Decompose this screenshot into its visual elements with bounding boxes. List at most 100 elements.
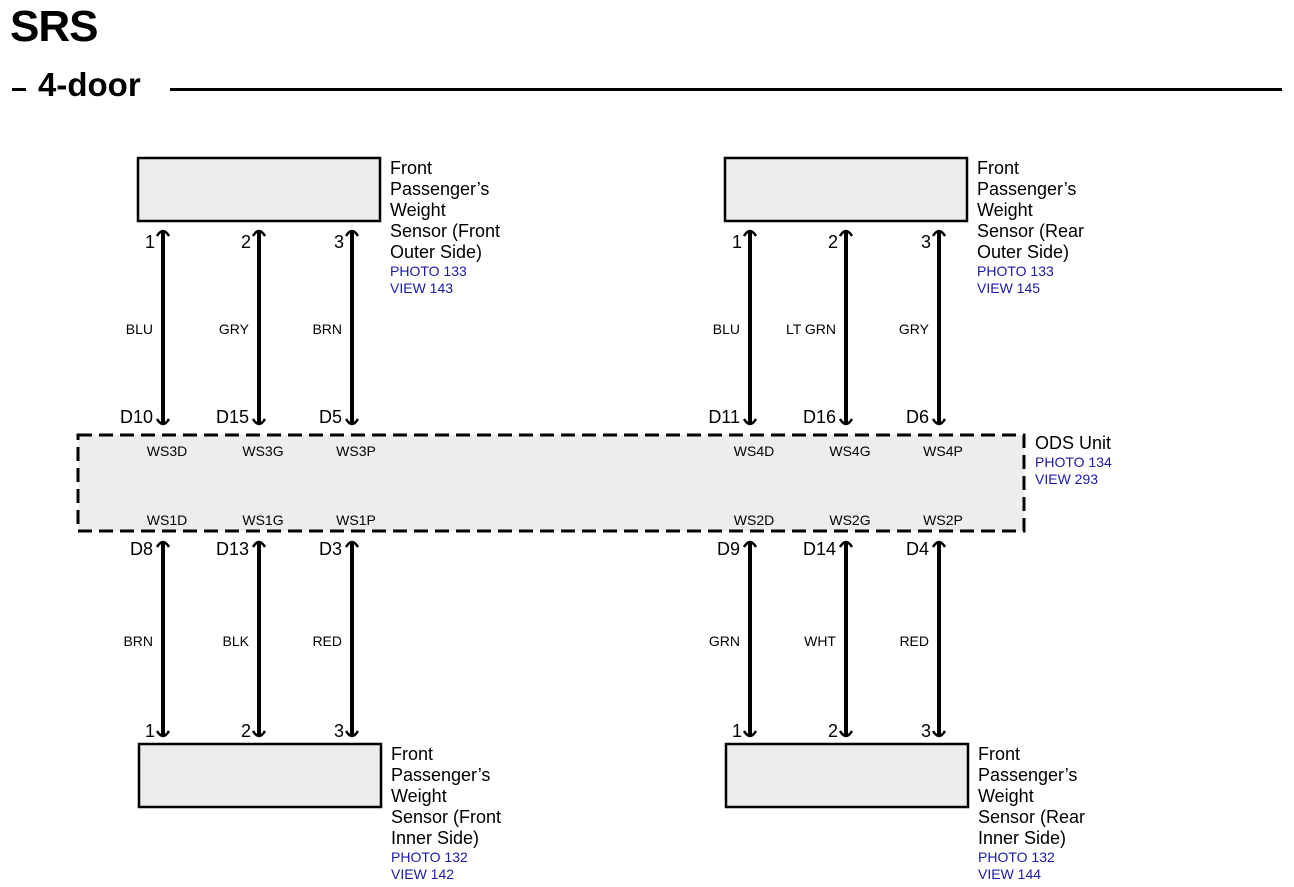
pin-number: 1 xyxy=(732,232,742,252)
sensor-name-line: Weight xyxy=(390,200,446,220)
wire-color-label: GRY xyxy=(899,321,930,337)
page-title: SRS xyxy=(10,2,98,51)
ods-terminal-label: WS3D xyxy=(147,443,187,459)
connector-cap xyxy=(251,540,267,548)
sensor-box-rear-inner[interactable] xyxy=(724,742,970,809)
sensor-name-line: Passenger’s xyxy=(391,765,490,785)
connector-cap xyxy=(838,540,854,548)
subtitle-rule xyxy=(170,88,1282,91)
sensor-box-front-inner[interactable] xyxy=(137,742,383,809)
connector-cap xyxy=(155,540,171,548)
pin-number: 3 xyxy=(921,232,931,252)
connector-cap xyxy=(742,418,758,426)
ods-terminal-label: WS2G xyxy=(829,512,870,528)
sensor-name-line: Weight xyxy=(391,786,447,806)
connector-cap xyxy=(931,229,947,237)
pin-number: 3 xyxy=(334,721,344,741)
sensor-photo-link[interactable]: PHOTO 132 xyxy=(391,849,468,865)
connector-cap xyxy=(838,730,854,738)
ods-unit-name: ODS Unit xyxy=(1035,433,1111,453)
wire-color-label: BLK xyxy=(223,633,250,649)
ods-terminal-label: WS4G xyxy=(829,443,870,459)
ods-terminal-label: WS4D xyxy=(734,443,774,459)
sensor-view-link[interactable]: VIEW 145 xyxy=(977,280,1040,296)
wire-color-label: GRN xyxy=(709,633,740,649)
connector-cap xyxy=(251,730,267,738)
sensor-name-line: Sensor (Rear xyxy=(977,221,1084,241)
sensor-name-line: Front xyxy=(978,744,1020,764)
wire-color-label: RED xyxy=(312,633,342,649)
ods-terminal-label: WS1D xyxy=(147,512,187,528)
connector-pin-label: D5 xyxy=(319,407,342,427)
connector-pin-label: D9 xyxy=(717,539,740,559)
pin-number: 1 xyxy=(732,721,742,741)
sensor-view-link[interactable]: VIEW 144 xyxy=(978,866,1041,882)
connector-pin-label: D13 xyxy=(216,539,249,559)
connector-cap xyxy=(251,229,267,237)
wire-color-label: LT GRN xyxy=(786,321,836,337)
connector-cap xyxy=(742,730,758,738)
pin-number: 1 xyxy=(145,232,155,252)
sensor-name-line: Sensor (Front xyxy=(390,221,500,241)
connector-cap xyxy=(251,418,267,426)
pin-number: 2 xyxy=(828,232,838,252)
sensor-name-line: Outer Side) xyxy=(977,242,1069,262)
wire-color-label: GRY xyxy=(219,321,250,337)
pin-number: 2 xyxy=(241,232,251,252)
ods-terminal-label: WS1G xyxy=(242,512,283,528)
page-subtitle: 4-door xyxy=(38,66,141,103)
sensor-view-link[interactable]: VIEW 142 xyxy=(391,866,454,882)
sensor-name-line: Front xyxy=(391,744,433,764)
wire-color-label: BRN xyxy=(123,633,153,649)
connector-cap xyxy=(742,540,758,548)
sensor-photo-link[interactable]: PHOTO 133 xyxy=(977,263,1054,279)
sensor-name-line: Inner Side) xyxy=(978,828,1066,848)
ods-unit-photo-link[interactable]: PHOTO 134 xyxy=(1035,454,1112,470)
pin-number: 3 xyxy=(921,721,931,741)
ods-unit-box[interactable] xyxy=(76,433,1026,533)
connector-pin-label: D10 xyxy=(120,407,153,427)
connector-cap xyxy=(931,418,947,426)
connector-cap xyxy=(344,229,360,237)
sensor-name-line: Front xyxy=(977,158,1019,178)
wire-color-label: BLU xyxy=(126,321,153,337)
sensor-name-line: Sensor (Front xyxy=(391,807,501,827)
sensor-name-line: Weight xyxy=(977,200,1033,220)
sensor-name-line: Outer Side) xyxy=(390,242,482,262)
wire-color-label: BRN xyxy=(312,321,342,337)
sensor-name-line: Passenger’s xyxy=(390,179,489,199)
connector-cap xyxy=(344,540,360,548)
sensor-box-front-outer[interactable] xyxy=(136,156,382,223)
pin-number: 1 xyxy=(145,721,155,741)
connector-cap xyxy=(931,730,947,738)
ods-terminal-label: WS3P xyxy=(336,443,376,459)
sensor-photo-link[interactable]: PHOTO 132 xyxy=(978,849,1055,865)
sensor-name-line: Weight xyxy=(978,786,1034,806)
ods-terminal-label: WS2D xyxy=(734,512,774,528)
pin-number: 2 xyxy=(828,721,838,741)
connector-pin-label: D3 xyxy=(319,539,342,559)
sensor-photo-link[interactable]: PHOTO 133 xyxy=(390,263,467,279)
wire-color-label: RED xyxy=(899,633,929,649)
connector-pin-label: D11 xyxy=(708,407,740,427)
connector-pin-label: D16 xyxy=(803,407,836,427)
connector-cap xyxy=(344,730,360,738)
connector-cap xyxy=(155,418,171,426)
ods-unit-view-link[interactable]: VIEW 293 xyxy=(1035,471,1098,487)
pin-number: 2 xyxy=(241,721,251,741)
sensor-name-line: Front xyxy=(390,158,432,178)
sensor-box-rear-outer[interactable] xyxy=(723,156,969,223)
connector-cap xyxy=(931,540,947,548)
sensor-name-line: Passenger’s xyxy=(977,179,1076,199)
sensor-view-link[interactable]: VIEW 143 xyxy=(390,280,453,296)
connector-pin-label: D14 xyxy=(803,539,836,559)
connector-cap xyxy=(155,730,171,738)
ods-terminal-label: WS2P xyxy=(923,512,963,528)
connector-cap xyxy=(155,229,171,237)
connector-pin-label: D4 xyxy=(906,539,929,559)
sensor-name-line: Sensor (Rear xyxy=(978,807,1085,827)
connector-pin-label: D6 xyxy=(906,407,929,427)
connector-cap xyxy=(838,418,854,426)
